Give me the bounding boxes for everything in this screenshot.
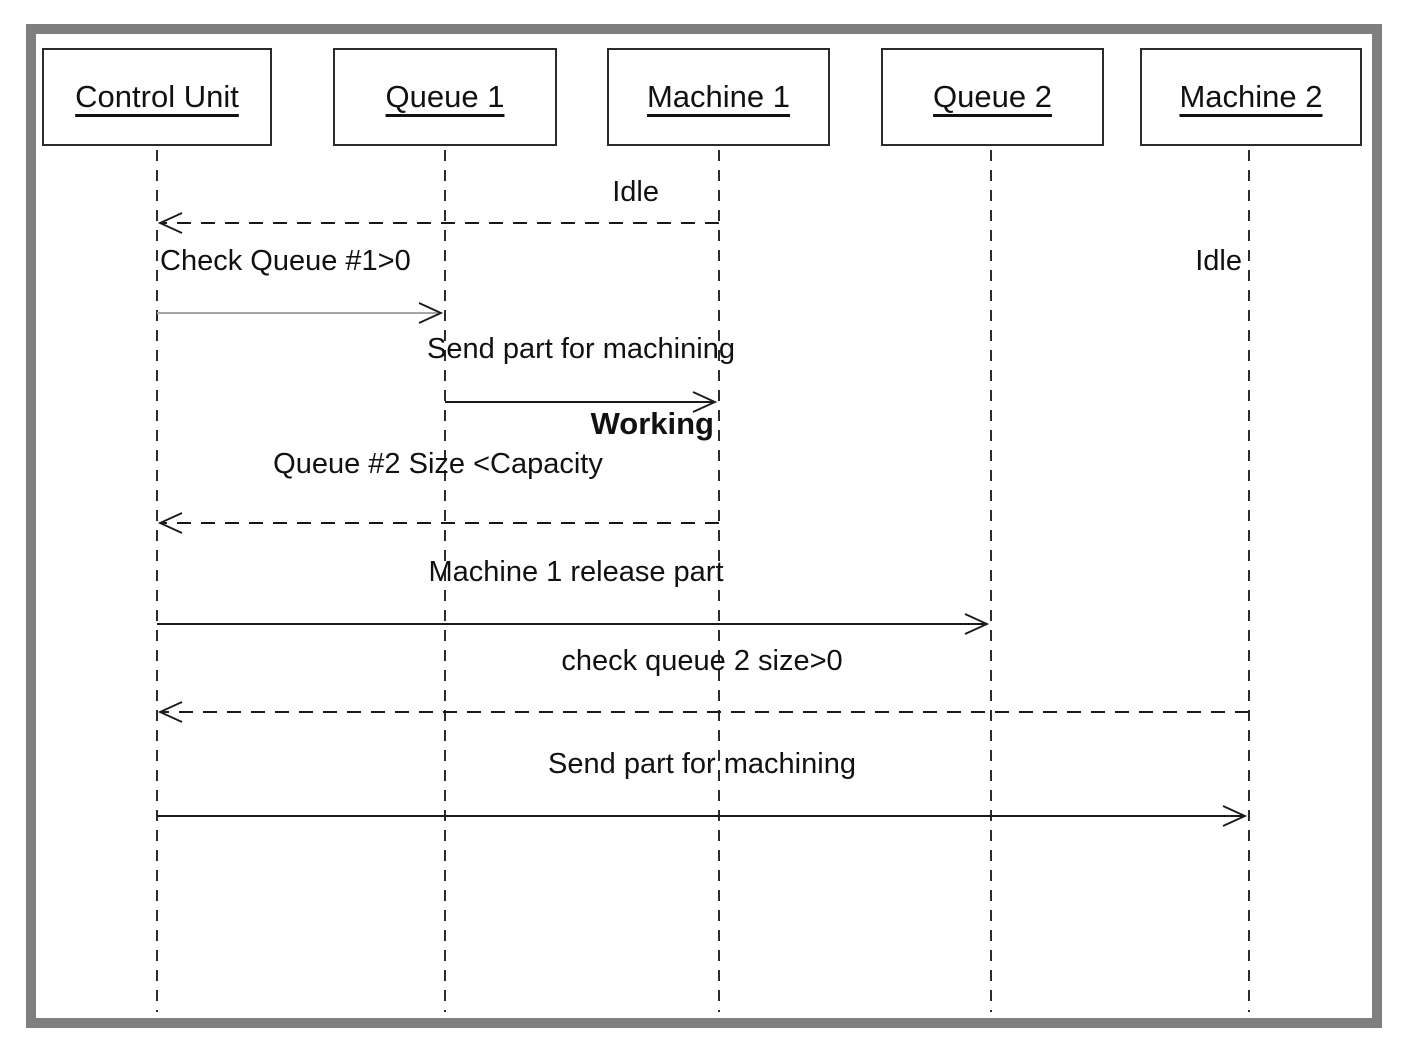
participant-label: Control Unit — [75, 79, 239, 114]
participant-queue-2: Queue 2 — [881, 48, 1104, 146]
participant-label: Queue 2 — [933, 79, 1052, 114]
participant-queue-1: Queue 1 — [333, 48, 557, 146]
diagram-frame — [26, 24, 1382, 1028]
message-label-machine1-release: Machine 1 release part — [428, 556, 724, 588]
participant-machine-1: Machine 1 — [607, 48, 830, 146]
message-label-check-queue2: check queue 2 size>0 — [561, 645, 843, 677]
participant-label: Queue 1 — [385, 79, 505, 114]
message-label-send-part-1: Send part for machining — [427, 333, 735, 365]
participant-control-unit: Control Unit — [42, 48, 272, 146]
message-label-queue2-size: Queue #2 Size <Capacity — [273, 448, 603, 480]
participant-machine-2: Machine 2 — [1140, 48, 1362, 146]
participant-label: Machine 1 — [646, 79, 791, 114]
message-label-idle: Idle — [612, 176, 659, 208]
message-label-check-queue1: Check Queue #1>0 — [160, 245, 411, 277]
state-label-idle-machine2: Idle — [1195, 245, 1242, 277]
message-label-send-part-2: Send part for machining — [548, 748, 856, 780]
participant-label: Machine 2 — [1179, 79, 1323, 114]
state-label-working: Working — [590, 406, 714, 441]
